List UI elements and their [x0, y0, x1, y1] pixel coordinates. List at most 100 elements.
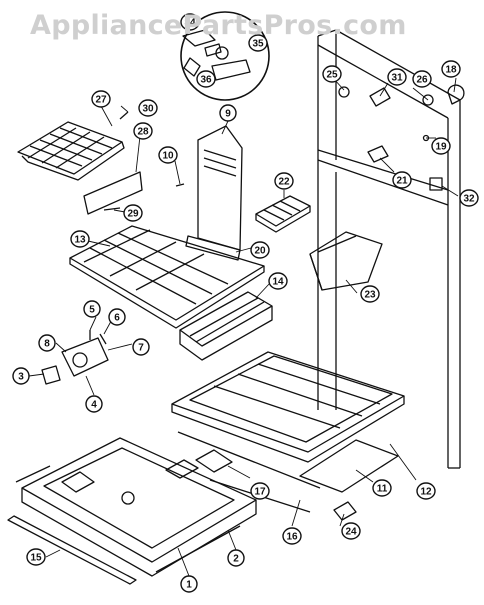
callout-circle [431, 137, 451, 155]
callout-circle [274, 172, 294, 190]
callout-number: 32 [463, 194, 475, 205]
callout-number: 20 [254, 246, 266, 257]
crisper-cover-glass [171, 351, 405, 463]
callout-24: 24 [341, 522, 361, 540]
callout-circle [83, 300, 101, 318]
callout-circle [196, 70, 216, 88]
callout-circle [132, 338, 150, 356]
callout-number: 30 [142, 104, 154, 115]
callout-number: 1 [186, 580, 192, 591]
callout-number: 28 [137, 127, 149, 138]
callout-circle [158, 146, 178, 164]
callout-36: 36 [196, 70, 216, 88]
callout-number: 24 [345, 527, 357, 538]
callout-circle [138, 99, 158, 117]
callout-12: 12 [416, 482, 436, 500]
callout-number: 3 [18, 372, 24, 383]
callout-circle [387, 68, 407, 86]
ice-cube-tray [255, 195, 311, 233]
callout-13: 13 [70, 230, 90, 248]
callout-3: 3 [12, 367, 30, 385]
callout-circle [180, 13, 200, 31]
callout-number: 23 [364, 290, 376, 301]
callout-number: 12 [420, 487, 432, 498]
callout-number: 25 [326, 70, 338, 81]
callout-circle [180, 575, 198, 593]
callout-number: 31 [391, 73, 403, 84]
callout-4: 4 [85, 395, 103, 413]
callout-number: 35 [252, 39, 264, 50]
thermostat-assembly [41, 330, 109, 385]
callout-circle [412, 70, 432, 88]
callout-circle [91, 90, 111, 108]
rails-and-clip [7, 465, 357, 585]
callout-number: 2 [233, 554, 239, 565]
callout-circle [227, 549, 245, 567]
callout-circle [70, 230, 90, 248]
callout-circle [341, 522, 361, 540]
callout-18: 18 [441, 60, 461, 78]
callout-circle [248, 34, 268, 52]
callout-number: 14 [272, 277, 284, 288]
callout-circle [268, 272, 288, 290]
callout-35: 35 [248, 34, 268, 52]
callout-number: 18 [445, 65, 457, 76]
callout-circle [459, 189, 479, 207]
callout-circle [85, 395, 103, 413]
callout-number: 9 [225, 109, 231, 120]
refrigerator-cabinet [317, 29, 461, 469]
glass-shelf-14 [179, 291, 273, 361]
callout-17: 17 [250, 482, 270, 500]
callout-32: 32 [459, 189, 479, 207]
callout-31: 31 [387, 68, 407, 86]
callout-number: 36 [200, 75, 212, 86]
callout-circle [12, 367, 30, 385]
callout-circle [372, 479, 392, 497]
callout-circle [250, 241, 270, 259]
callout-28: 28 [133, 122, 153, 140]
callout-29: 29 [123, 204, 143, 222]
callout-2: 2 [227, 549, 245, 567]
control-components [338, 84, 465, 191]
freezer-wire-shelf [17, 111, 143, 215]
base-drip-tray [21, 437, 257, 577]
callout-20: 20 [250, 241, 270, 259]
callout-26: 26 [412, 70, 432, 88]
callout-25: 25 [322, 65, 342, 83]
callout-number: 27 [95, 95, 107, 106]
callout-number: 15 [30, 553, 42, 564]
callout-14: 14 [268, 272, 288, 290]
callout-circle [38, 334, 56, 352]
callout-circle [250, 482, 270, 500]
callout-22: 22 [274, 172, 294, 190]
callout-5: 5 [83, 300, 101, 318]
callout-19: 19 [431, 137, 451, 155]
callout-number: 19 [435, 142, 447, 153]
lower-panels [177, 431, 399, 513]
callout-circle [26, 548, 46, 566]
callout-23: 23 [360, 285, 380, 303]
callout-circle [219, 104, 237, 122]
callout-circle [133, 122, 153, 140]
callout-number: 22 [278, 177, 290, 188]
callout-15: 15 [26, 548, 46, 566]
callout-10: 10 [158, 146, 178, 164]
inset-group-34-35-36 [180, 11, 270, 101]
crisper-pan [309, 231, 383, 291]
callout-circle [322, 65, 342, 83]
callout-number: 10 [162, 151, 174, 162]
evaporator-cover [175, 125, 243, 261]
fresh-food-wire-shelf [69, 225, 265, 329]
callout-circle [123, 204, 143, 222]
callout-number: 29 [127, 209, 139, 220]
callout-number: 7 [138, 343, 144, 354]
callout-number: 8 [44, 339, 50, 350]
callout-number: 13 [74, 235, 86, 246]
callout-16: 16 [282, 527, 302, 545]
callout-9: 9 [219, 104, 237, 122]
callout-1: 1 [180, 575, 198, 593]
callout-number: 11 [377, 484, 388, 495]
